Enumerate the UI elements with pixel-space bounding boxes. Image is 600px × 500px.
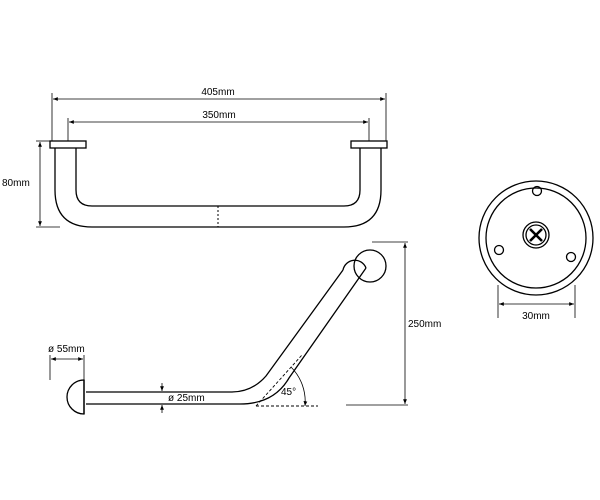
label-inner-length: 350mm [202,110,235,121]
left-flange [49,140,87,149]
mount-outer-ring [478,180,594,296]
center-bolt-outer [522,221,550,249]
label-bend-angle: 45° [281,387,296,398]
angled-grab-bar [66,249,387,415]
bar-lower-edge [86,269,344,393]
label-overall-length: 405mm [201,87,234,98]
upper-flange-outer [353,249,387,283]
screw-hole-left [493,244,505,256]
label-height-top: 80mm [2,178,30,189]
dimension-bend-angle: 45° [255,354,318,407]
right-flange [350,140,388,149]
cross-screw-icon [529,228,543,242]
screw-hole-right [565,251,577,263]
dimension-vertical-height: 250mm [346,241,441,406]
mount-inner-ring [485,187,587,289]
label-vertical-height: 250mm [408,319,441,330]
center-bolt-inner [525,224,547,246]
label-tube-diameter: ø 25mm [168,393,205,404]
lower-flange [66,379,85,415]
dimension-inner-length: 350mm [67,110,370,141]
mount-flange-front-view [478,180,594,296]
bar-inner-edge [75,148,361,207]
top-view-grab-bar [49,140,388,228]
upper-tube-cap [342,259,367,271]
dimension-overall-length: 405mm [51,87,387,141]
label-flange-diameter: ø 55mm [48,344,85,355]
screw-hole-top [531,185,543,197]
dimension-height-top: 80mm [2,140,60,228]
dimension-mount-width: 30mm [497,285,576,322]
dimension-tube-diameter: ø 25mm [160,383,205,413]
bar-upper-edge [86,267,367,405]
dimension-flange-diameter: ø 55mm [48,344,85,380]
label-mount-width: 30mm [522,311,550,322]
